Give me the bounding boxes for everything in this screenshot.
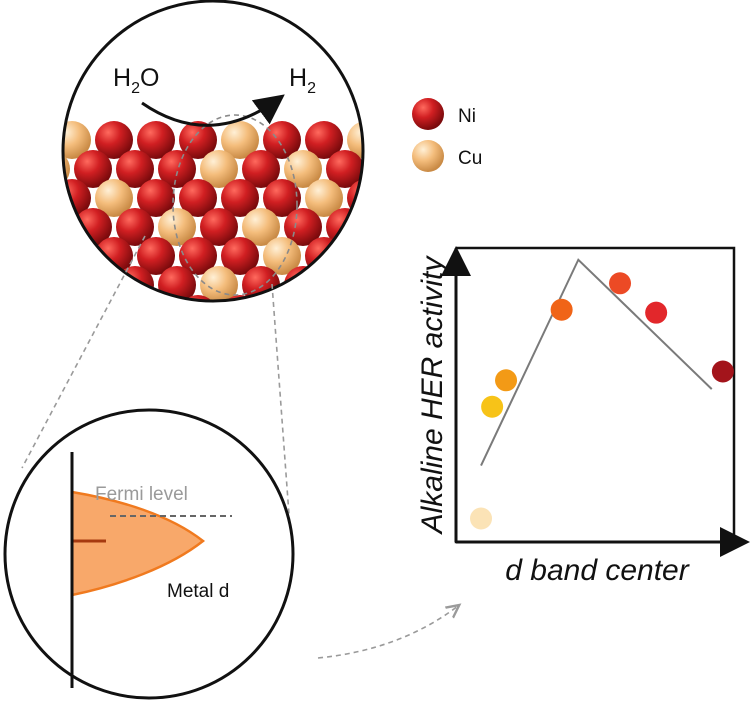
cu-atom — [158, 208, 196, 246]
ni-atom — [137, 295, 175, 301]
zoom-guide-right — [271, 283, 291, 529]
ni-atom — [11, 179, 49, 217]
alloy-surface-magnifier: H2O H2 — [11, 0, 448, 333]
data-point-4 — [550, 298, 573, 321]
ni-atom — [63, 266, 70, 301]
data-point-6 — [645, 301, 668, 324]
ni-atom — [137, 121, 175, 159]
cu-atom — [305, 295, 343, 301]
ni-atom — [221, 237, 259, 275]
ni-atom — [263, 295, 301, 301]
ni-atom — [263, 121, 301, 159]
cu-atom — [95, 179, 133, 217]
dband-density-of-states — [70, 490, 206, 597]
cu-atom — [368, 208, 406, 246]
cu-atom — [95, 295, 133, 301]
ni-atom — [11, 295, 49, 333]
zoom-guide-left — [21, 235, 146, 469]
ni-atom — [347, 237, 363, 275]
ni-atom — [368, 150, 406, 188]
ni-atom — [221, 179, 259, 217]
ni-atom — [63, 208, 70, 246]
cu-atom — [200, 150, 238, 188]
dband-magnifier: Fermi level Metal d — [3, 408, 295, 700]
ni-atom — [263, 179, 301, 217]
cu-atom — [63, 121, 91, 159]
her-activity-chart: d band center Alkaline HER activity — [416, 246, 750, 587]
ni-atom — [179, 179, 217, 217]
reactant-label: H2O — [113, 64, 159, 97]
ni-atom — [347, 295, 363, 301]
ni-atom — [305, 121, 343, 159]
ni-atom — [11, 121, 49, 159]
cu-atom — [242, 208, 280, 246]
ni-atom — [326, 266, 363, 301]
reaction-arrow — [141, 94, 285, 127]
cu-atom — [347, 121, 363, 159]
ni-atom — [242, 150, 280, 188]
legend-cu-label: Cu — [458, 148, 482, 169]
y-axis-label: Alkaline HER activity — [416, 255, 449, 536]
fermi-level-label: Fermi level — [95, 484, 188, 505]
x-axis-label: d band center — [505, 554, 689, 587]
ni-atom — [200, 208, 238, 246]
data-point-layer — [470, 272, 734, 530]
volcano-trend-line — [480, 258, 713, 466]
ni-atom — [410, 208, 448, 246]
ni-atom — [74, 150, 112, 188]
ni-atom — [368, 266, 406, 304]
data-point-7 — [711, 360, 734, 383]
ni-atom — [347, 179, 363, 217]
data-point-1 — [470, 507, 493, 530]
magnifier-rim-top — [61, 0, 365, 303]
data-point-2 — [481, 395, 504, 418]
ni-atom — [116, 150, 154, 188]
ni-atom — [63, 237, 91, 275]
legend-ni-swatch — [412, 98, 444, 130]
flow-arrow — [317, 606, 458, 659]
data-point-3 — [495, 369, 518, 392]
ni-atom — [63, 295, 91, 301]
ni-atom — [158, 150, 196, 188]
ni-atom — [137, 179, 175, 217]
ni-atom — [95, 121, 133, 159]
product-label: H2 — [289, 64, 316, 97]
cu-atom — [221, 121, 259, 159]
cu-atom — [11, 237, 49, 275]
ni-atom — [179, 237, 217, 275]
atom-legend: Ni Cu — [412, 98, 482, 172]
legend-cu-swatch — [412, 140, 444, 172]
cu-atom — [305, 179, 343, 217]
ni-atom — [305, 237, 343, 275]
ni-atom — [389, 179, 427, 217]
ni-atom — [326, 150, 363, 188]
ni-atom — [137, 237, 175, 275]
chart-frame — [454, 246, 736, 544]
cu-atom — [263, 237, 301, 275]
data-point-5 — [609, 272, 632, 295]
legend-ni-label: Ni — [458, 106, 476, 127]
trend-line-layer — [480, 258, 713, 466]
cu-atom — [74, 266, 112, 301]
zoom-region-outline — [172, 114, 298, 296]
metal-d-label: Metal d — [167, 581, 229, 602]
ni-atom — [179, 121, 217, 159]
